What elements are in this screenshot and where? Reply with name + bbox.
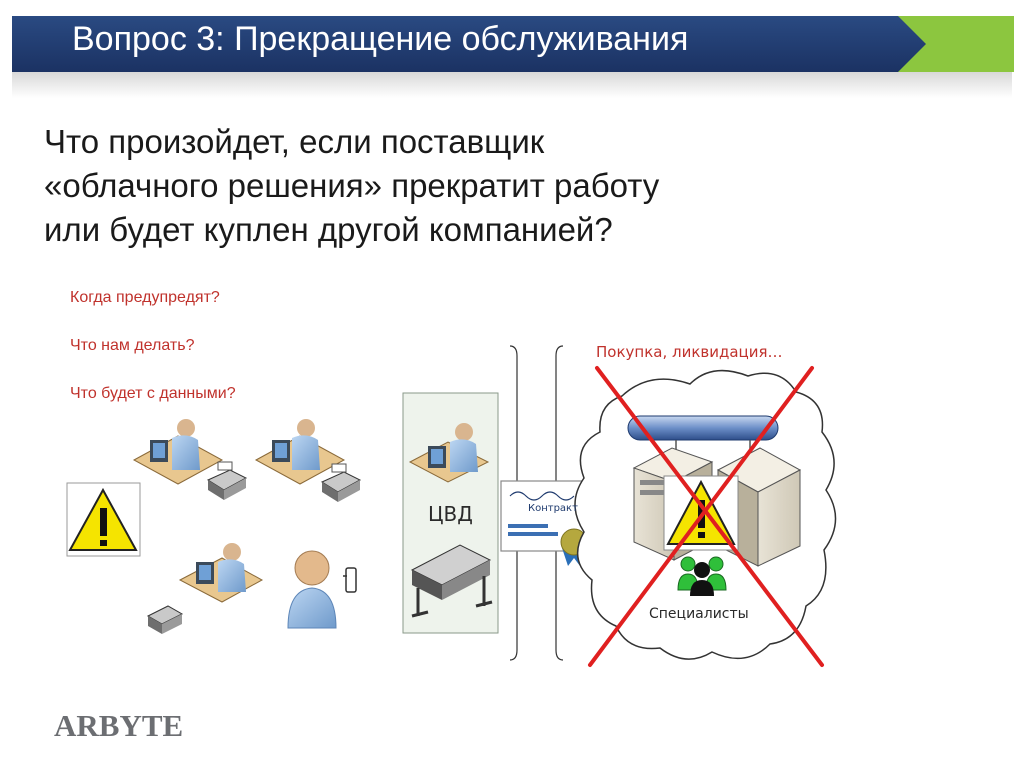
concern-warning-time: Когда предупредят?	[70, 289, 220, 306]
question-line-1: Что произойдет, если поставщик	[44, 123, 545, 160]
workstation-icon	[178, 543, 264, 603]
printer-icon	[320, 463, 362, 502]
workstation-icon	[132, 419, 224, 485]
accent-chevron	[898, 16, 1014, 72]
company-logo: ARBYTE	[54, 708, 184, 743]
warning-icon	[66, 482, 141, 557]
page-title: Вопрос 3: Прекращение обслуживания	[72, 20, 689, 58]
specialists-icon	[677, 556, 727, 596]
concern-what-to-do: Что нам делать?	[70, 337, 195, 354]
data-center-label: ЦВД	[428, 502, 473, 526]
workstation-icon	[254, 419, 346, 485]
question-line-2: «облачного решения» прекратит работу	[44, 167, 660, 204]
printer-icon	[206, 461, 248, 500]
main-question: Что произойдет, если поставщик «облачног…	[44, 120, 844, 252]
title-bar	[12, 16, 928, 72]
header-background	[12, 16, 1014, 98]
specialists-label: Специалисты	[649, 606, 749, 622]
provider-status-label: Покупка, ликвидация…	[596, 343, 783, 361]
question-line-3: или будет куплен другой компанией?	[44, 211, 613, 248]
header-banner: Вопрос 3: Прекращение обслуживания	[0, 0, 1024, 100]
contract-label: Контракт	[528, 503, 578, 514]
plotter-icon	[410, 544, 493, 618]
user-icon	[287, 550, 337, 629]
concern-data-fate: Что будет с данными?	[70, 385, 236, 402]
printer-icon	[146, 605, 184, 634]
phone-icon	[343, 567, 357, 593]
cross-icon	[588, 366, 824, 667]
certificate-icon	[500, 480, 594, 566]
